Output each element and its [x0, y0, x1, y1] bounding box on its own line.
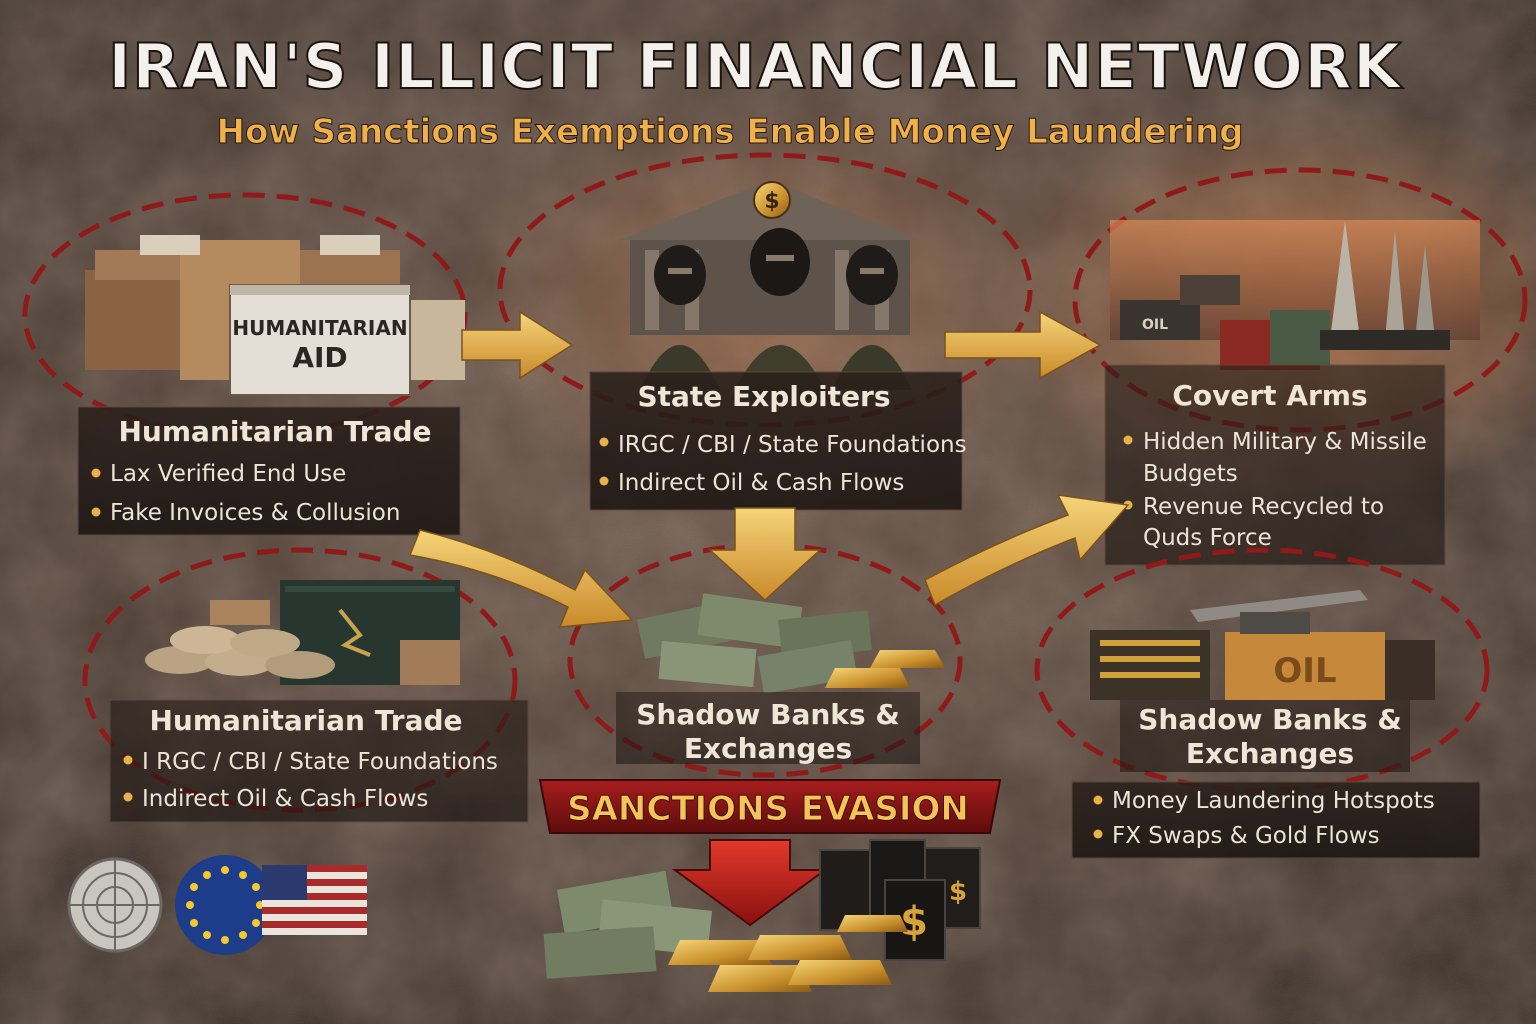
banner-text: SANCTIONS EVASION [567, 789, 969, 829]
node-label-box [1120, 700, 1410, 772]
gold-bars-icon [668, 915, 908, 992]
oil-label: OIL [1142, 317, 1168, 333]
svg-text:$: $ [764, 189, 779, 214]
node-covert-arms: OIL Covert Arms Hidden Military & Missil… [1072, 167, 1528, 566]
node-title: Humanitarian Trade [150, 704, 463, 737]
node-title-line-2: Exchanges [1186, 737, 1354, 770]
gold-bar-icon [870, 650, 945, 668]
aid-box-label-1: HUMANITARIAN [232, 316, 407, 340]
missile-icon [1415, 245, 1435, 340]
missile-icon [1385, 230, 1405, 340]
node-label-box [109, 699, 529, 823]
svg-text:$: $ [900, 899, 928, 945]
missile-launcher-icon [1190, 590, 1368, 622]
bullet-item: FX Swaps & Gold Flows [1112, 823, 1380, 849]
node-state-exploiters: $ State Exploiters IRGC / CBI / State Fo… [497, 152, 1033, 511]
bullet-item: Money Laundering Hotspots [1112, 788, 1435, 814]
cargo-sacks-illustration [145, 580, 460, 685]
aid-boxes-illustration: HUMANITARIAN AID [85, 235, 465, 396]
bullet-item: I RGC / CBI / State Foundations [142, 749, 498, 775]
node-humanitarian-trade-bottom: Humanitarian Trade I RGC / CBI / State F… [82, 547, 529, 823]
page-title: IRAN'S ILLICIT FINANCIAL NETWORK [108, 30, 1403, 103]
node-label-box [77, 406, 461, 536]
node-label-box [616, 692, 920, 764]
aid-box-label-2: AID [292, 341, 347, 374]
node-humanitarian-trade-top: HUMANITARIAN AID Humanitarian Trade Lax … [22, 192, 468, 536]
bullet-item: IRGC / CBI / State Foundations [618, 432, 967, 458]
node-title-line-1: Shadow Banks & [1138, 703, 1402, 736]
oil-barrels-icon: $ $ [819, 839, 981, 961]
eu-flag-icon [175, 855, 275, 955]
node-shadow-banks-center: Shadow Banks & Exchanges [567, 542, 963, 778]
node-title: Humanitarian Trade [119, 415, 432, 448]
cargo-containers-illustration: OIL [1090, 590, 1435, 700]
missile-icon [1330, 220, 1360, 340]
arrow-humanitarian-to-state [461, 310, 574, 380]
oil-container-label: OIL [1273, 651, 1336, 691]
bullet-item: Fake Invoices & Collusion [110, 500, 400, 526]
svg-text:$: $ [949, 877, 967, 907]
node-label-box [1104, 364, 1446, 566]
node-bullets-box [1071, 781, 1481, 859]
evasion-outcome-illustration: $ $ [543, 839, 981, 992]
bullet-item: Hidden Military & Missile [1143, 429, 1427, 455]
arrow-humanitarian-to-shadow-banks [408, 529, 634, 628]
gold-bar-icon [825, 668, 910, 688]
node-title: State Exploiters [637, 380, 890, 413]
flow-arrows [408, 310, 1130, 628]
bullet-item: Lax Verified End Use [110, 461, 346, 487]
bullet-item: Indirect Oil & Cash Flows [618, 470, 904, 496]
node-shadow-banks-right: OIL Shadow Banks & Exchanges Money Laund… [1034, 547, 1490, 859]
bullet-item-continued: Budgets [1143, 461, 1238, 487]
page-subtitle: How Sanctions Exemptions Enable Money La… [216, 112, 1243, 152]
node-title-line-1: Shadow Banks & [636, 698, 900, 731]
arrow-state-to-covert [944, 310, 1102, 380]
bullet-item: Revenue Recycled to [1143, 494, 1384, 520]
un-emblem-icon [67, 857, 163, 953]
military-port-illustration: OIL [1110, 220, 1480, 370]
dollar-coin-icon [753, 181, 791, 219]
bullet-item: Indirect Oil & Cash Flows [142, 786, 428, 812]
us-flag-icon [262, 865, 367, 935]
dashed-ring [567, 542, 963, 778]
arrow-state-to-shadow-banks [708, 507, 822, 602]
emblems [67, 855, 367, 955]
red-down-arrow [671, 839, 829, 927]
node-label-box [589, 371, 963, 511]
node-title-line-2: Exchanges [684, 732, 852, 765]
banner-ribbon [538, 779, 1002, 834]
cash-and-gold-pile-illustration [636, 593, 945, 694]
bullet-item-continued: Quds Force [1143, 525, 1272, 551]
sanctions-evasion-banner: SANCTIONS EVASION [538, 779, 1002, 834]
arrow-shadow-banks-to-covert [924, 494, 1130, 607]
node-title: Covert Arms [1172, 379, 1367, 412]
